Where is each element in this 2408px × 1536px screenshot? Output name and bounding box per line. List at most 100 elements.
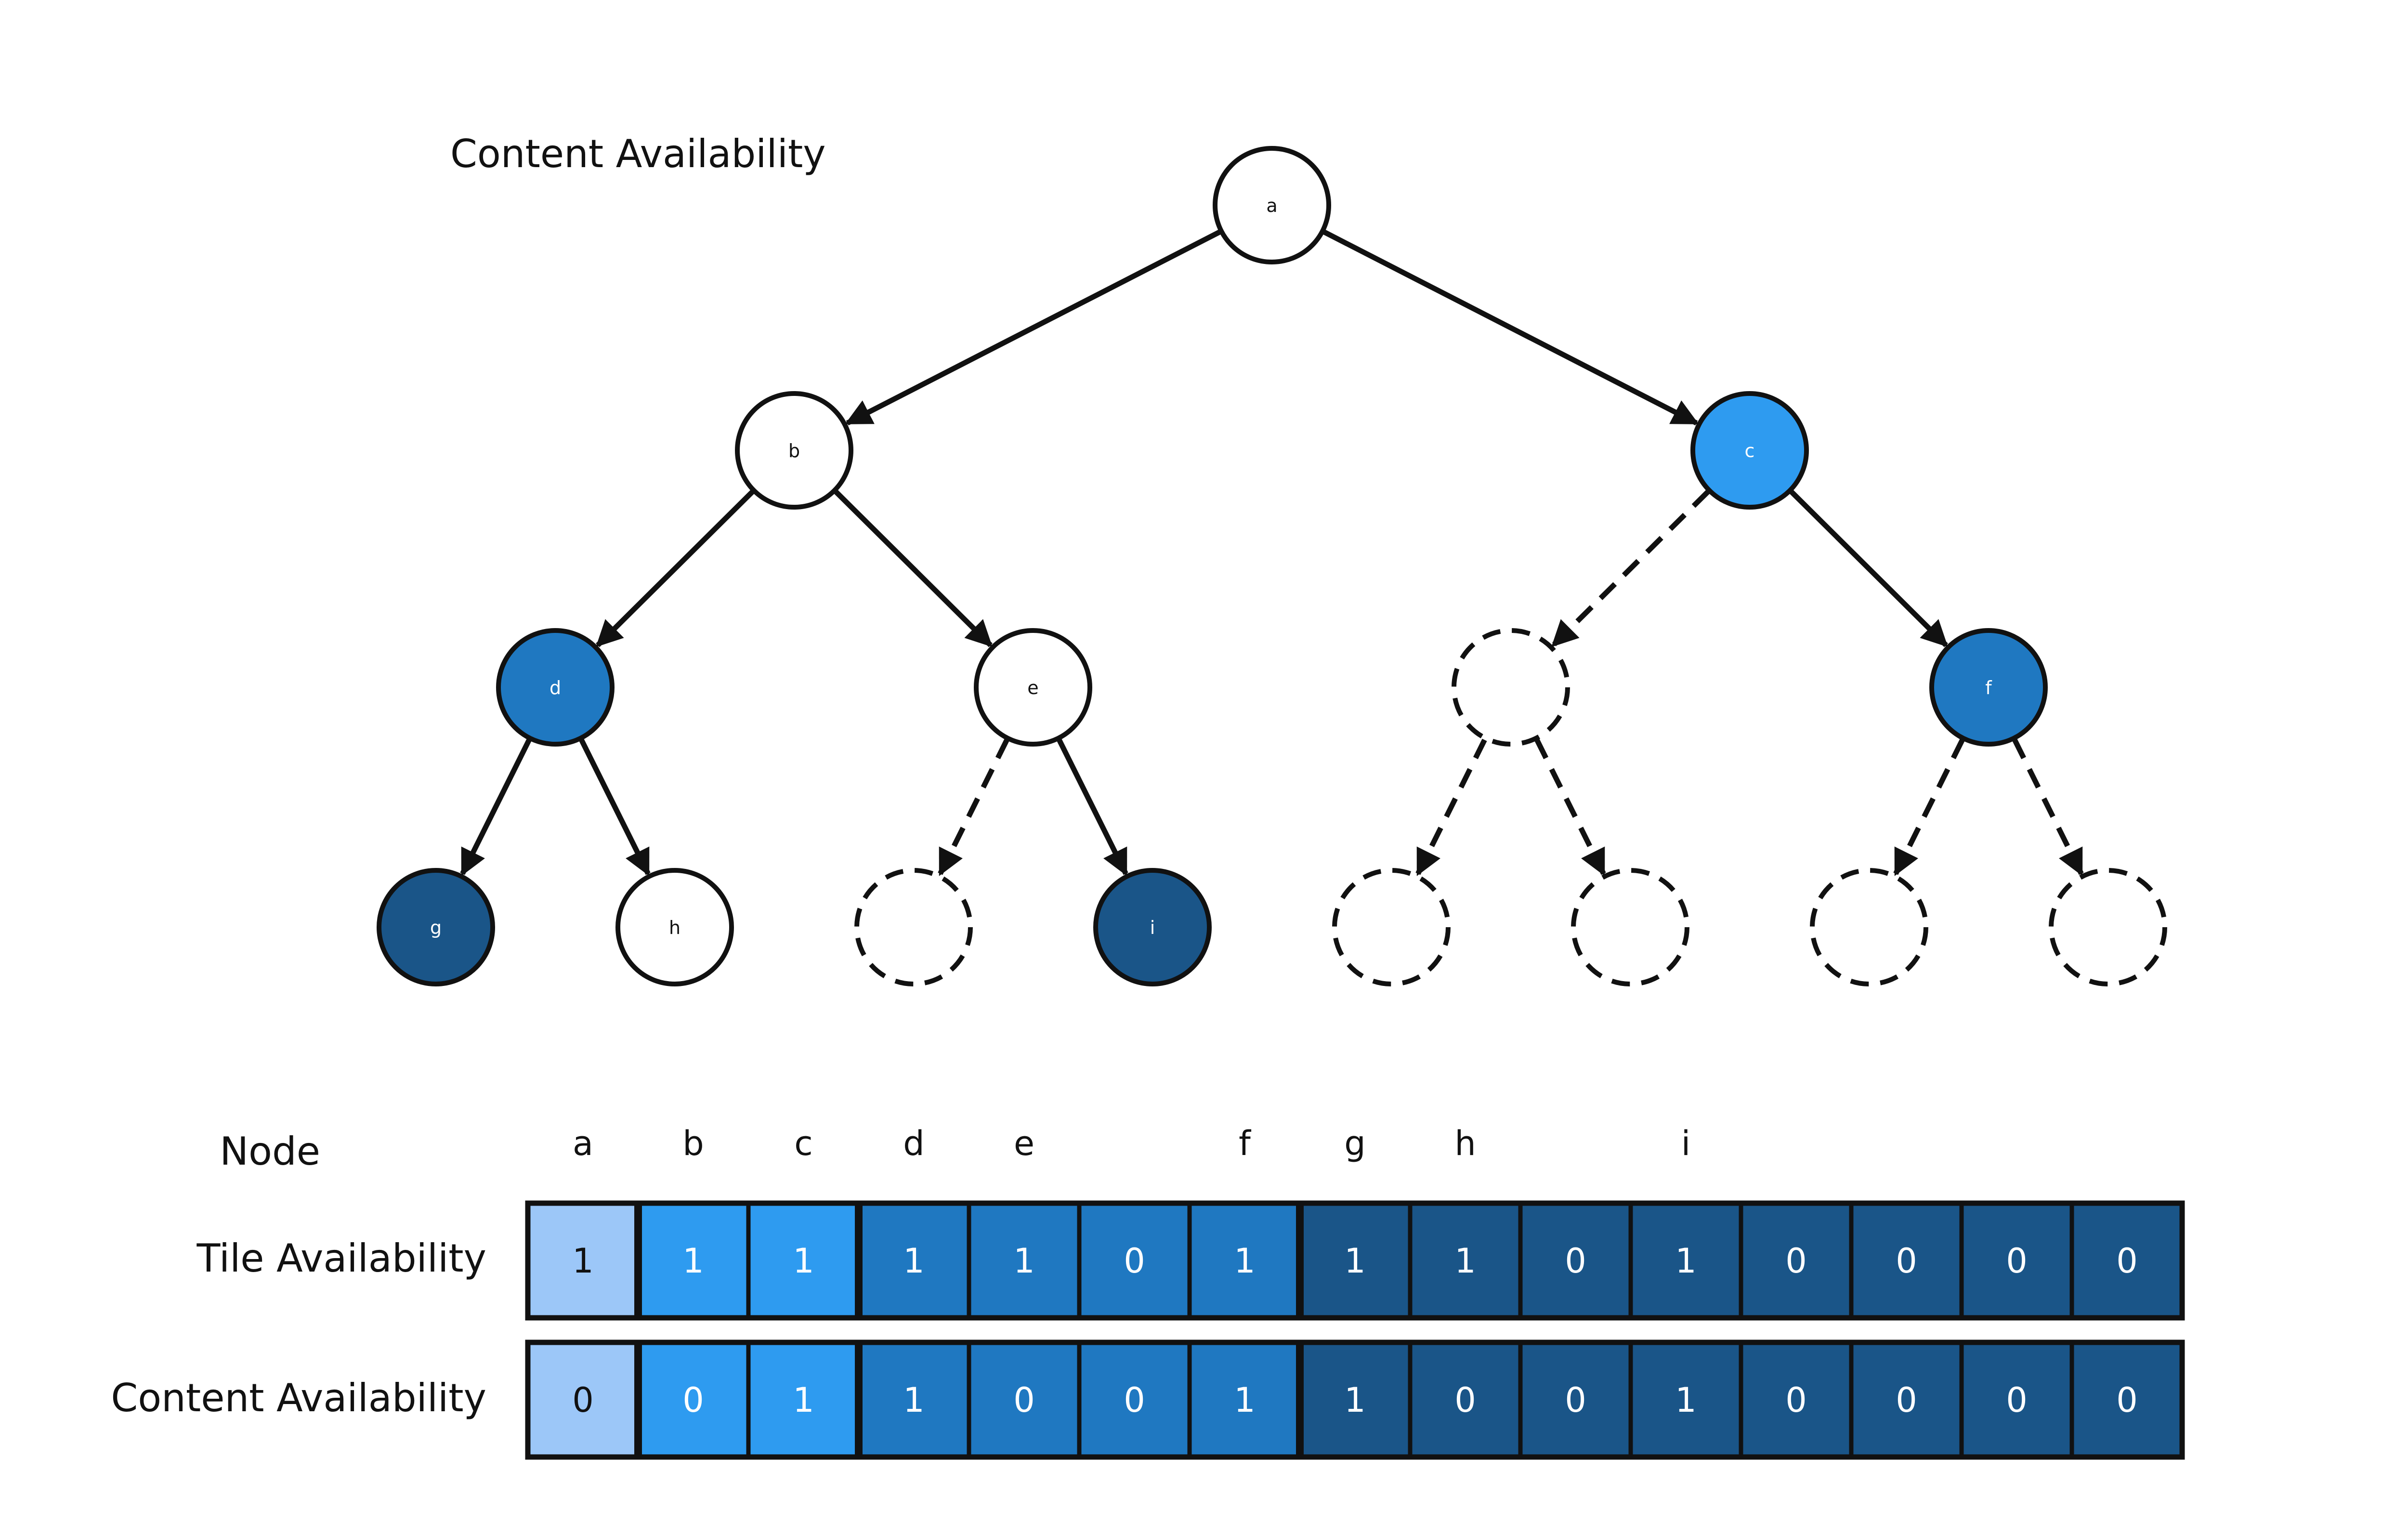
- tree-node-u3: [1332, 868, 1451, 986]
- tile-cell-value: 1: [1234, 1241, 1256, 1281]
- tree-node-u2: [854, 868, 973, 986]
- row-border: [525, 1200, 2185, 1321]
- node-header-c: c: [794, 1124, 813, 1163]
- content-cell-value: 0: [1896, 1380, 1917, 1420]
- tree-node-f: f: [1929, 628, 2048, 747]
- tile-cell-value: 1: [1454, 1241, 1476, 1281]
- tile-cell-value: 0: [1565, 1241, 1586, 1281]
- content-cell-value: 1: [1234, 1380, 1256, 1420]
- tree-node-h: h: [615, 868, 734, 986]
- content-cell-value: 0: [1454, 1380, 1476, 1420]
- node-circle: [1093, 868, 1212, 986]
- node-label: d: [550, 677, 561, 698]
- node-header-e: e: [1014, 1124, 1034, 1163]
- tile-cell-value: 0: [1785, 1241, 1807, 1281]
- tile-cell-value: 0: [2116, 1241, 2138, 1281]
- content-cell-6: [1187, 1340, 1302, 1459]
- content-cell-value: 0: [1124, 1380, 1145, 1420]
- edge-b-to-e: [834, 490, 993, 647]
- tree-node-u5: [1810, 868, 1928, 986]
- tree-node-d: d: [496, 628, 615, 747]
- node-label: f: [1985, 677, 1992, 698]
- placeholder-node-circle: [1571, 868, 1689, 986]
- edge-b-to-d: [596, 490, 755, 647]
- tree-node-g: g: [377, 868, 495, 986]
- edge-f-to-u6: [2012, 738, 2084, 876]
- tree-node-c: c: [1690, 391, 1809, 510]
- content-cell-value: 1: [1344, 1380, 1366, 1420]
- tile-cell-value: 1: [572, 1241, 594, 1281]
- node-row-label: Node: [220, 1129, 320, 1174]
- content-cell-value: 0: [1785, 1380, 1807, 1420]
- edge-d-to-g: [460, 738, 532, 876]
- content-row-label: Content Availability: [111, 1376, 486, 1420]
- content-cell-value: 1: [903, 1380, 925, 1420]
- tile-cell-value: 1: [682, 1241, 704, 1281]
- node-label: b: [788, 440, 800, 461]
- node-circle: [1929, 628, 2048, 747]
- placeholder-node-circle: [1332, 868, 1451, 986]
- node-header-g: g: [1344, 1124, 1365, 1163]
- tile-cell-value: 1: [1344, 1241, 1366, 1281]
- tile-cell-value: 1: [1675, 1241, 1697, 1281]
- node-circle: [615, 868, 734, 986]
- tile-cell-4: [967, 1201, 1082, 1320]
- tile-cell-2: [746, 1201, 861, 1320]
- node-header-row: a b c d e f g h i: [573, 1124, 1690, 1163]
- tile-row-label: Tile Availability: [196, 1236, 486, 1281]
- tree-node-u6: [2049, 868, 2167, 986]
- node-circle: [1213, 146, 1331, 264]
- node-header-h: h: [1454, 1124, 1476, 1163]
- node-circle: [735, 391, 853, 510]
- tile-cell-value: 0: [1124, 1241, 1145, 1281]
- content-cell-value: 1: [1675, 1380, 1697, 1420]
- tree-node-a: a: [1213, 146, 1331, 264]
- node-label: h: [669, 917, 681, 938]
- content-cell-value: 0: [2006, 1380, 2028, 1420]
- tile-cell-value: 1: [903, 1241, 925, 1281]
- edge-c-to-u1: [1551, 490, 1710, 647]
- edge-e-to-i: [1057, 738, 1128, 876]
- node-header-i: i: [1681, 1124, 1690, 1163]
- edge-u1-to-u4: [1534, 738, 1606, 876]
- content-cell-value: 0: [682, 1380, 704, 1420]
- edge-c-to-f: [1789, 490, 1948, 647]
- node-header-a: a: [573, 1124, 593, 1163]
- placeholder-node-circle: [1810, 868, 1928, 986]
- edge-f-to-u5: [1893, 738, 1965, 876]
- edge-a-to-c: [1323, 229, 1699, 426]
- edge-a-to-b: [845, 229, 1221, 426]
- node-header-b: b: [682, 1124, 704, 1163]
- placeholder-node-circle: [854, 868, 973, 986]
- tree-edges: [460, 229, 2084, 876]
- node-circle: [974, 628, 1092, 747]
- edge-u1-to-u3: [1415, 738, 1487, 876]
- row-border: [525, 1339, 2185, 1460]
- content-cell-value: 1: [793, 1380, 814, 1420]
- node-header-f: f: [1239, 1124, 1251, 1163]
- node-label: c: [1745, 440, 1755, 461]
- edge-e-to-u2: [938, 738, 1009, 876]
- node-circle: [1690, 391, 1809, 510]
- tree-node-u4: [1571, 868, 1689, 986]
- tile-cell-8: [1408, 1201, 1523, 1320]
- node-header-d: d: [903, 1124, 924, 1163]
- tile-cell-value: 0: [1896, 1241, 1917, 1281]
- node-circle: [496, 628, 615, 747]
- content-cell-value: 0: [572, 1380, 594, 1420]
- node-label: e: [1027, 677, 1038, 698]
- node-label: g: [430, 917, 442, 938]
- tree-node-b: b: [735, 391, 853, 510]
- content-cell-value: 0: [1013, 1380, 1035, 1420]
- placeholder-node-circle: [1452, 628, 1570, 747]
- content-cell-value: 0: [1565, 1380, 1586, 1420]
- tile-cell-value: 0: [2006, 1241, 2028, 1281]
- tree-node-u1: [1452, 628, 1570, 747]
- node-label: a: [1266, 195, 1277, 216]
- tile-cell-11: [1739, 1201, 1854, 1320]
- content-cell-5: [1077, 1340, 1192, 1459]
